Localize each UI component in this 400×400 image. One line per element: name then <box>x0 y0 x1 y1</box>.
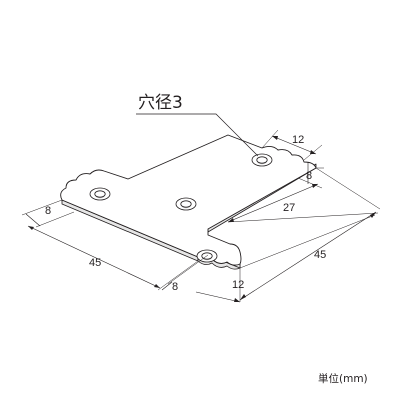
dim-label-bottom-left: 8 <box>172 281 178 293</box>
hole-center <box>175 197 197 211</box>
extension-lines <box>21 129 381 302</box>
dim-total-length-left <box>27 225 161 289</box>
unit-label: 単位(mm) <box>318 372 368 385</box>
dim-label-left-edge: 8 <box>45 205 51 217</box>
dim-label-top-width: 12 <box>292 134 304 146</box>
dim-top-width <box>271 135 317 155</box>
dim-bottom-width <box>195 291 241 303</box>
dim-label-top-right-edge: 8 <box>306 170 312 182</box>
hole-label-leader <box>136 113 259 157</box>
dim-bottom-left <box>161 281 173 291</box>
hole-diameter-label: 穴径3 <box>138 93 183 113</box>
dim-label-total-length-left: 45 <box>89 257 101 269</box>
dim-label-inner-step: 27 <box>283 202 295 214</box>
hole-top-right <box>251 153 273 167</box>
hole-left <box>89 187 111 201</box>
dim-inner-step <box>227 183 319 223</box>
dim-label-total-length-right: 45 <box>314 249 326 261</box>
dim-left-edge <box>25 213 41 227</box>
dim-total-length-right <box>239 211 377 301</box>
dim-label-bottom-width: 12 <box>232 279 244 291</box>
